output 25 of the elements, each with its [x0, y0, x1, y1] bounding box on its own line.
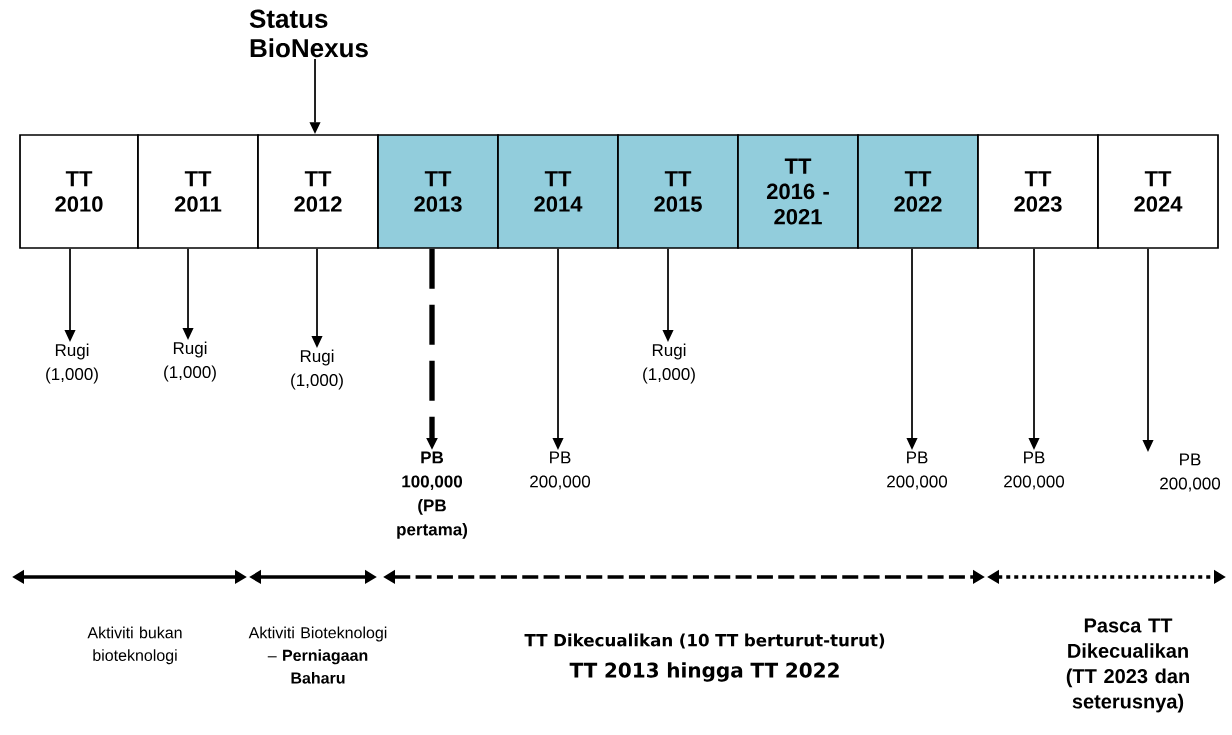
year-box: TT 2016 - 2021: [737, 134, 859, 249]
period-label: TT Dikecualikan (10 TT berturut-turut): [524, 633, 885, 649]
outcome-label: PB 200,000: [1160, 453, 1221, 492]
outcome-label: Rugi (1,000): [643, 343, 695, 384]
year-box: TT 2024: [1097, 134, 1219, 249]
period-label: Aktiviti bukan bioteknologi: [87, 626, 182, 665]
outcome-label: PB 200,000: [1004, 451, 1065, 490]
outcome-label: PB 200,000: [530, 451, 591, 490]
period-label: TT 2013 hingga TT 2022: [569, 662, 839, 682]
year-box: TT 2012: [257, 134, 379, 249]
outcome-label: PB 100,000 (PB pertama): [397, 451, 468, 539]
year-box: TT 2013: [377, 134, 499, 249]
period-label: Aktiviti Bioteknologi – Perniagaan Baharu: [248, 626, 387, 684]
outcome-label: Rugi (1,000): [46, 343, 98, 384]
outcome-label: Rugi (1,000): [164, 341, 216, 382]
period-label: Pasca TT Dikecualikan (TT 2023 dan seterusnya): [1066, 618, 1189, 713]
year-box: TT 2010: [19, 134, 139, 249]
year-box: TT 2023: [977, 134, 1099, 249]
year-box: TT 2015: [617, 134, 739, 249]
year-box: TT 2011: [137, 134, 259, 249]
outcome-label: PB 200,000: [887, 451, 948, 490]
status-label: Status BioNexus: [249, 9, 368, 58]
outcome-label: Rugi (1,000): [291, 349, 343, 390]
year-box: TT 2014: [497, 134, 619, 249]
year-box: TT 2022: [857, 134, 979, 249]
